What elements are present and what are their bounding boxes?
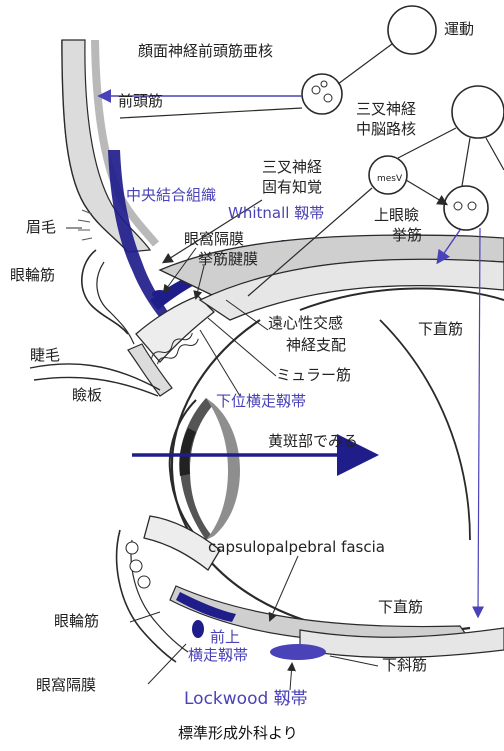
orbicularis-lower-circles bbox=[126, 542, 150, 588]
label-sympathetic-1: 遠心性交感 bbox=[268, 314, 343, 332]
label-sympathetic-2: 神経支配 bbox=[286, 336, 346, 354]
pupil bbox=[179, 428, 196, 476]
oculomotor-circle bbox=[444, 186, 488, 230]
label-proprio-1: 三叉神経 bbox=[262, 158, 322, 176]
label-nucleus-motor: 運動 bbox=[444, 20, 474, 38]
label-orbicularis-lower: 眼輪筋 bbox=[54, 612, 99, 630]
label-trigeminal-mid-2: 中脳路核 bbox=[356, 120, 416, 138]
lockwood-leader bbox=[290, 664, 292, 690]
capsulo-leader bbox=[270, 556, 298, 620]
lower-lid-skin bbox=[117, 530, 176, 662]
label-nucleus-facial: 顔面神経前頭筋亜核 bbox=[138, 42, 273, 60]
muller-leader bbox=[208, 318, 276, 376]
label-proprio-2: 固有知覚 bbox=[262, 178, 322, 196]
label-septum-upper: 眼窩隔膜 bbox=[184, 230, 244, 248]
label-muller: ミュラー筋 bbox=[276, 366, 351, 384]
label-ant-sup-1: 前上 bbox=[210, 628, 240, 646]
motor-to-facial-line bbox=[338, 44, 392, 84]
trigeminal-right-line-2 bbox=[462, 138, 470, 186]
label-trigeminal-mid-1: 三叉神経 bbox=[356, 100, 416, 118]
label-central-tissue: 中央結合組織 bbox=[126, 186, 216, 204]
label-capsulo: capsulopalpebral fascia bbox=[208, 538, 385, 556]
label-inferior-rectus-lower: 下直筋 bbox=[378, 598, 423, 616]
label-lower-transverse: 下位横走靱帯 bbox=[216, 392, 306, 410]
retina-curve bbox=[380, 320, 470, 540]
label-eyebrow: 眉毛 bbox=[26, 218, 56, 236]
figure-caption: 標準形成外科より bbox=[178, 724, 298, 742]
orbicularis-upper-shape bbox=[97, 262, 134, 344]
label-frontalis: 前頭筋 bbox=[118, 92, 163, 110]
orbicularis-lower-leader bbox=[130, 612, 160, 622]
label-septum-lower: 眼窩隔膜 bbox=[36, 676, 96, 694]
label-inferior-oblique: 下斜筋 bbox=[382, 656, 427, 674]
septum-mark-blue bbox=[152, 290, 168, 298]
motor-nucleus-circle bbox=[388, 6, 436, 54]
label-ant-sup-2: 横走靱帯 bbox=[188, 646, 248, 664]
label-macula: 黄斑部でみる bbox=[268, 432, 358, 450]
label-orbicularis-upper: 眼輪筋 bbox=[10, 266, 55, 284]
label-levator-2: 挙筋 bbox=[392, 226, 422, 244]
lens-gray bbox=[206, 398, 240, 540]
upper-tarsus bbox=[136, 296, 214, 362]
trigeminal-circle-right bbox=[452, 86, 504, 138]
label-lockwood: Lockwood 靱帯 bbox=[184, 690, 308, 708]
brow-fold bbox=[82, 250, 128, 334]
mesV-to-oculomotor-line bbox=[406, 180, 446, 204]
lockwood-ligament bbox=[270, 644, 326, 660]
label-whitnall: Whitnall 靱帯 bbox=[228, 204, 324, 222]
anterior-superior-ligament bbox=[192, 620, 204, 638]
label-tarsus: 瞼板 bbox=[72, 386, 102, 404]
label-inferior-rectus-upper: 下直筋 bbox=[418, 320, 463, 338]
septum-lower-leader bbox=[148, 644, 186, 684]
label-eyelashes: 睫毛 bbox=[30, 346, 60, 364]
eyebrow-hair bbox=[78, 210, 92, 240]
label-aponeurosis: 挙筋腱膜 bbox=[198, 250, 258, 268]
trigeminal-right-line-1 bbox=[486, 138, 504, 170]
facial-nucleus-circle bbox=[302, 74, 342, 114]
label-levator-1: 上眼瞼 bbox=[374, 206, 419, 224]
label-mesv: mesV bbox=[377, 170, 402, 188]
